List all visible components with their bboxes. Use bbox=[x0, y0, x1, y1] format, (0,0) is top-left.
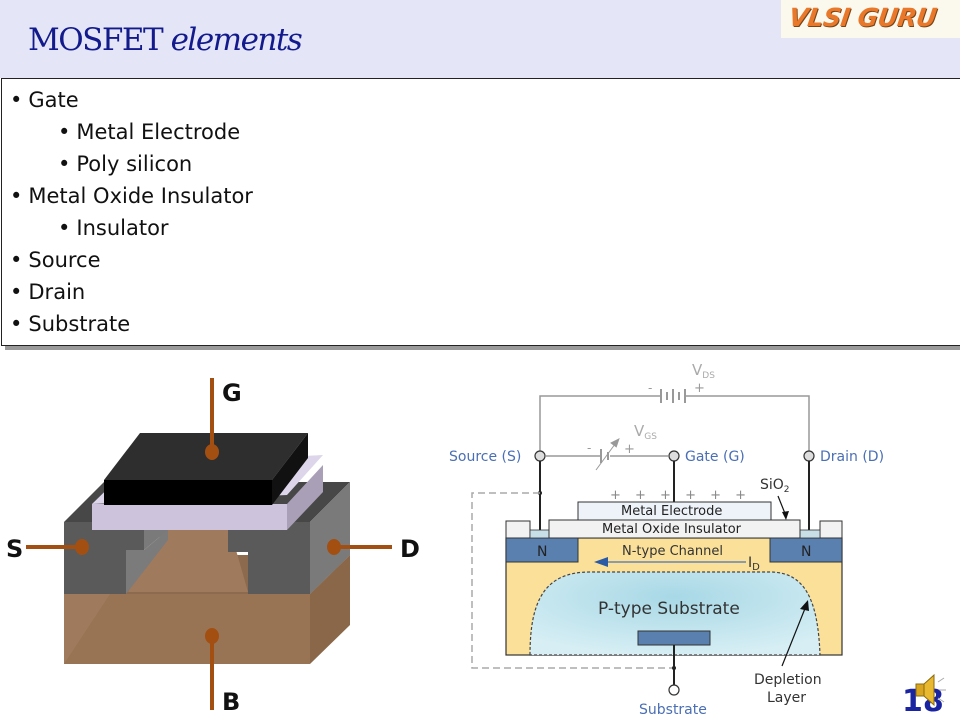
bullet-item: •Substrate bbox=[10, 312, 131, 336]
mosfet-cross-section-diagram: - + VDS - + VGS Source (S) Gate (G) Drai… bbox=[449, 361, 884, 718]
vds-label: VDS bbox=[692, 361, 715, 381]
bullet-subitem: •Metal Electrode bbox=[58, 120, 241, 144]
drain-terminal bbox=[803, 450, 815, 462]
slide-title: MOSFET elements bbox=[28, 22, 303, 58]
sio2-label: SiO2 bbox=[760, 477, 790, 495]
gate-metal-top bbox=[104, 433, 308, 480]
vgs-minus: - bbox=[587, 441, 591, 455]
substrate-terminal-label: Substrate bbox=[639, 702, 707, 718]
source-terminal-label: Source (S) bbox=[449, 449, 521, 465]
speaker-icon[interactable] bbox=[910, 672, 954, 708]
vds-plus: + bbox=[694, 381, 705, 396]
gate-oxide-layer bbox=[92, 504, 287, 530]
vlsi-guru-logo: VLSI GURU bbox=[781, 0, 960, 38]
gate-terminal bbox=[668, 450, 680, 462]
depletion-label-line1: Depletion bbox=[754, 672, 822, 688]
source-contact bbox=[75, 539, 89, 555]
vds-battery-icon bbox=[660, 389, 686, 403]
gate-terminal-label: Gate (G) bbox=[685, 449, 745, 465]
gate-metal-front bbox=[104, 480, 272, 505]
body-contact bbox=[205, 628, 219, 644]
vds-wire-right bbox=[686, 395, 810, 455]
drain-terminal-label: Drain (D) bbox=[820, 449, 884, 465]
vds-wire-left bbox=[539, 395, 660, 455]
vgs-variable-battery-icon bbox=[595, 438, 620, 471]
depletion-region bbox=[529, 571, 821, 656]
bullet-subitem: •Insulator bbox=[58, 216, 169, 240]
oxide-label: Metal Oxide Insulator bbox=[602, 522, 742, 537]
substrate-side bbox=[310, 555, 350, 664]
source-terminal bbox=[534, 450, 546, 462]
positive-charges: + + + + + + bbox=[610, 488, 751, 503]
drain-label: D bbox=[400, 535, 420, 563]
n-source-region bbox=[505, 537, 579, 563]
body-label: B bbox=[222, 688, 240, 716]
n-channel-label: N-type Channel bbox=[622, 544, 723, 559]
bullet-list-box: •Gate •Metal Electrode •Poly silicon •Me… bbox=[1, 78, 960, 346]
substrate-terminal bbox=[668, 684, 680, 696]
p-substrate-label: P-type Substrate bbox=[598, 599, 740, 619]
bullet-subitem: •Poly silicon bbox=[58, 152, 193, 176]
vgs-plus: + bbox=[624, 442, 635, 457]
n-drain-region bbox=[769, 537, 843, 563]
bullet-item: •Drain bbox=[10, 280, 86, 304]
metal-electrode-label: Metal Electrode bbox=[621, 504, 722, 519]
n-drain-label: N bbox=[801, 544, 811, 560]
gate-label: G bbox=[222, 379, 242, 407]
slide-header: MOSFET elements VLSI GURU bbox=[0, 0, 960, 78]
substrate-contact bbox=[637, 630, 711, 646]
vds-minus: - bbox=[648, 381, 652, 395]
source-label: S bbox=[6, 535, 23, 563]
body-source-tie bbox=[471, 492, 674, 669]
gate-contact bbox=[205, 444, 219, 460]
mosfet-3d-diagram: G S D B bbox=[6, 378, 420, 716]
bullet-item: •Metal Oxide Insulator bbox=[10, 184, 253, 208]
bullet-item: •Source bbox=[10, 248, 101, 272]
n-source-label: N bbox=[537, 544, 547, 560]
metal-electrode-layer bbox=[577, 501, 772, 521]
bullet-item: •Gate bbox=[10, 88, 79, 112]
drain-diffusion bbox=[228, 522, 310, 594]
depletion-label-line2: Layer bbox=[767, 690, 806, 706]
drain-contact bbox=[327, 539, 341, 555]
drain-current-label: ID bbox=[748, 555, 760, 573]
vgs-label: VGS bbox=[634, 422, 657, 442]
